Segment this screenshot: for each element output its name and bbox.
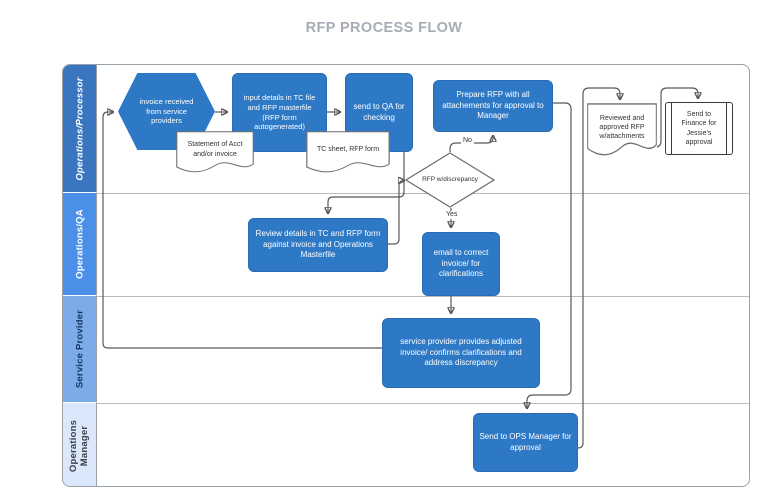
lane-divider xyxy=(97,296,749,297)
node-label: Reviewed and approved RFP w/attachments xyxy=(599,114,645,141)
lane-label-text: Operations Manager xyxy=(67,419,90,472)
node-statement-of-acct-document[interactable]: Statement of Acct and/or invoice xyxy=(176,131,254,176)
lane-label-service-provider[interactable]: Service Provider xyxy=(63,296,97,403)
lane-label-operations-processor[interactable]: Operations/Processor xyxy=(63,65,97,193)
node-label: email to correct invoice/ for clarificat… xyxy=(433,248,489,279)
document-shape xyxy=(176,131,254,173)
node-tc-sheet-document[interactable]: TC sheet, RFP form xyxy=(306,131,390,176)
node-label: invoice received from service providers xyxy=(139,96,194,126)
node-reviewed-approved-rfp-document[interactable]: Reviewed and approved RFP w/attachments xyxy=(587,103,657,160)
node-label: input details in TC file and RFP masterf… xyxy=(243,93,316,132)
node-label: Send to Finance for Jessie's approval xyxy=(681,111,717,146)
edge-label-no: No xyxy=(461,137,474,145)
lane-label-text: Service Provider xyxy=(74,309,85,389)
node-label: send to QA for checking xyxy=(353,102,405,122)
lane-divider xyxy=(97,193,749,194)
node-send-to-ops-manager[interactable]: Send to OPS Manager for approval xyxy=(473,413,578,472)
node-service-provider-provides[interactable]: service provider provides adjusted invoi… xyxy=(382,318,540,388)
node-prepare-rfp[interactable]: Prepare RFP with all attachements for ap… xyxy=(433,80,553,132)
lane-label-text: Operations/Processor xyxy=(74,76,85,181)
node-label: Send to OPS Manager for approval xyxy=(479,432,572,452)
node-label: service provider provides adjusted invoi… xyxy=(400,337,522,368)
lane-label-operations-qa[interactable]: Operations/QA xyxy=(63,193,97,296)
node-label: Statement of Acct and/or invoice xyxy=(187,141,243,158)
lane-divider xyxy=(97,403,749,404)
edge-label-yes: Yes xyxy=(444,211,460,219)
decision-shape xyxy=(405,152,495,208)
lane-label-operations-manager[interactable]: Operations Manager xyxy=(63,403,97,486)
document-shape xyxy=(587,103,657,156)
node-review-details[interactable]: Review details in TC and RFP form agains… xyxy=(248,218,388,272)
node-label: TC sheet, RFP form xyxy=(316,145,380,153)
lane-label-text: Operations/QA xyxy=(74,209,85,279)
node-email-to-correct[interactable]: email to correct invoice/ for clarificat… xyxy=(422,232,500,296)
diagram-title: RFP PROCESS FLOW xyxy=(305,20,463,36)
node-rfp-discrepancy-decision[interactable]: RFP w/discrepancy xyxy=(405,152,495,208)
node-send-to-finance[interactable]: Send to Finance for Jessie's approval xyxy=(665,102,733,155)
node-label: Prepare RFP with all attachements for ap… xyxy=(442,90,544,121)
node-label: Review details in TC and RFP form agains… xyxy=(255,229,381,260)
node-label: RFP w/discrepancy xyxy=(422,175,478,183)
document-shape xyxy=(306,131,390,173)
